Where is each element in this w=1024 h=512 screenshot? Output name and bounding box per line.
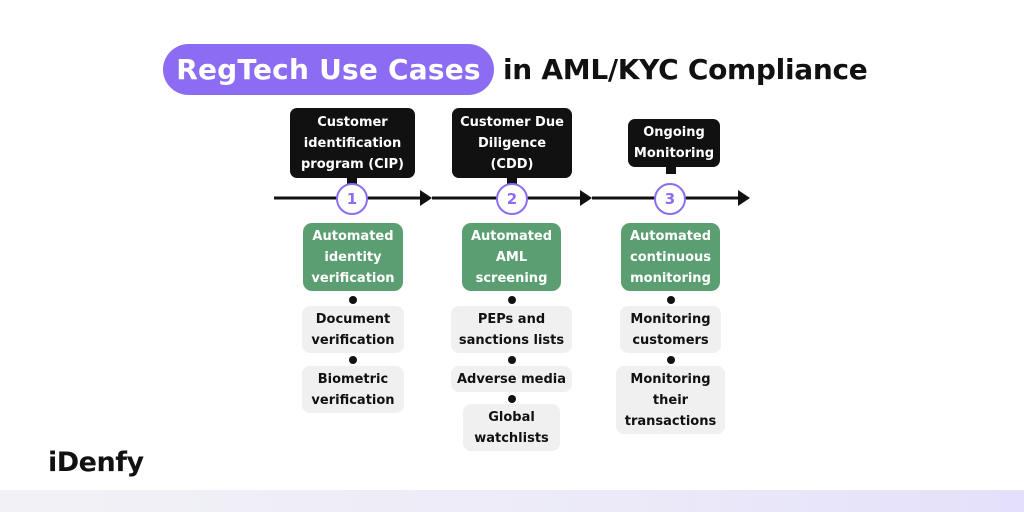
step-number-1: 1 [336, 183, 368, 215]
item-monitoring-customers: Monitoring customers [620, 306, 721, 353]
stage-label-cip-tab [347, 176, 357, 185]
connector-dot [349, 296, 357, 304]
item-monitoring-transactions: Monitoring their transactions [616, 366, 725, 434]
connector-dot [349, 356, 357, 364]
connector-dot [508, 296, 516, 304]
automation-box-aml: Automated AML screening [462, 223, 561, 291]
connector-dot [508, 395, 516, 403]
step-number-2: 2 [496, 183, 528, 215]
automation-box-identity: Automated identity verification [303, 223, 403, 291]
stage-label-monitoring-tab [666, 165, 676, 174]
item-global-watchlists: Global watchlists [463, 404, 560, 451]
stage-label-cdd-tab [507, 176, 517, 185]
step-number-3: 3 [654, 183, 686, 215]
stage-label-cdd: Customer Due Diligence (CDD) [452, 108, 572, 178]
connector-dot [667, 296, 675, 304]
arrow-right-icon [420, 190, 432, 206]
title-highlight: RegTech Use Cases [163, 44, 494, 95]
title-rest: in AML/KYC Compliance [503, 53, 868, 86]
item-document-verification: Document verification [302, 306, 404, 353]
item-biometric-verification: Biometric verification [302, 366, 404, 413]
stage-label-monitoring: Ongoing Monitoring [628, 119, 720, 167]
idenfy-logo: iDenfy [48, 447, 144, 478]
connector-dot [667, 356, 675, 364]
bottom-band [0, 490, 1024, 512]
arrow-right-icon [738, 190, 750, 206]
item-adverse-media: Adverse media [451, 366, 572, 392]
automation-box-monitoring: Automated continuous monitoring [621, 223, 720, 291]
stage-label-cip: Customer identification program (CIP) [290, 108, 415, 178]
arrow-right-icon [580, 190, 592, 206]
item-peps-sanctions: PEPs and sanctions lists [451, 306, 572, 353]
connector-dot [508, 356, 516, 364]
